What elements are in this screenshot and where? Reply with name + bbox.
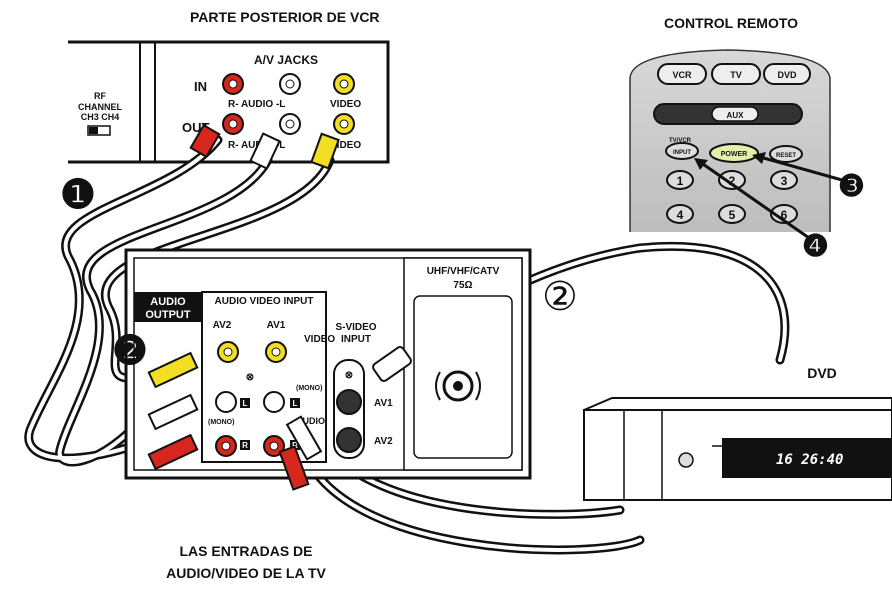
svideo-input-label: INPUT	[341, 334, 371, 345]
callout-2-outline: ②	[542, 275, 578, 319]
av1-label: AV1	[267, 320, 286, 331]
rf-ch-label: CH3 CH4	[81, 112, 120, 122]
av-cables	[24, 135, 790, 555]
svg-text:L: L	[293, 399, 298, 408]
svg-text:⊗: ⊗	[345, 370, 353, 381]
svg-text:L: L	[243, 399, 248, 408]
svg-text:VCR: VCR	[672, 70, 692, 80]
in-audio-label: R- AUDIO -L	[228, 99, 285, 110]
svg-text:(MONO): (MONO)	[208, 419, 234, 426]
callout-3-arrow	[759, 155, 843, 182]
tv-plugs	[147, 351, 323, 491]
vcr-button[interactable]	[657, 63, 707, 85]
av2-label: AV2	[213, 320, 232, 331]
av-jacks-title: A/V JACKS	[254, 53, 318, 67]
rf-label: RF	[94, 91, 106, 101]
num-6-button[interactable]	[770, 204, 798, 224]
svideo-av1-jack[interactable]	[336, 389, 362, 415]
coax-plug	[372, 346, 412, 382]
svg-text:OUTPUT: OUTPUT	[145, 309, 191, 321]
num-3-button[interactable]	[770, 170, 798, 190]
svg-text:6: 6	[781, 208, 788, 222]
svg-text:16 26:40: 16 26:40	[776, 452, 843, 468]
svg-text:TV: TV	[730, 70, 742, 80]
svg-text:TV/VCR: TV/VCR	[669, 138, 692, 144]
callout-4: ❹	[802, 230, 829, 263]
svg-text:(MONO): (MONO)	[296, 385, 322, 392]
svg-text:AUDIO: AUDIO	[296, 416, 325, 426]
svg-text:2: 2	[729, 174, 736, 188]
num-5-button[interactable]	[718, 204, 746, 224]
reset-button[interactable]	[769, 145, 803, 163]
in-video-label: VIDEO	[330, 99, 361, 110]
rf-channel-label: CHANNEL	[78, 102, 123, 112]
svg-text:⊗: ⊗	[246, 372, 254, 383]
power-button[interactable]	[709, 143, 759, 163]
svg-text:3: 3	[781, 174, 788, 188]
av-input-header: AUDIO VIDEO INPUT	[215, 296, 314, 307]
tv-caption-line2: AUDIO/VIDEO DE LA TV	[166, 565, 326, 581]
tv-av2-audio-l-jack[interactable]	[215, 391, 237, 413]
tv-av1-audio-l-jack[interactable]	[263, 391, 285, 413]
svg-text:4: 4	[677, 208, 684, 222]
svg-text:5: 5	[729, 208, 736, 222]
svg-text:RESET: RESET	[776, 153, 796, 159]
dvd-power-button[interactable]	[678, 452, 694, 468]
in-label: IN	[194, 79, 207, 94]
svg-text:AV1: AV1	[374, 398, 393, 409]
callout-1: ❶	[60, 173, 96, 217]
tv-back-panel: AUDIO OUTPUT AUDIO VIDEO INPUT AV2 AV1 V…	[124, 248, 532, 480]
svg-text:DVD: DVD	[777, 70, 797, 80]
tv-button[interactable]	[711, 63, 761, 85]
dvd-label: DVD	[807, 365, 837, 381]
num-2-button[interactable]	[718, 170, 746, 190]
callout-4-arrow	[699, 160, 813, 242]
input-button[interactable]	[665, 142, 699, 160]
dvd-button[interactable]	[763, 63, 811, 85]
remote-title: CONTROL REMOTO	[664, 15, 798, 31]
svg-text:AUDIO: AUDIO	[150, 296, 186, 308]
num-1-button[interactable]	[666, 170, 694, 190]
aux-button[interactable]	[711, 106, 759, 122]
tv-caption-line1: LAS ENTRADAS DE	[179, 543, 312, 559]
svg-text:1: 1	[677, 174, 684, 188]
rf-input-label: UHF/VHF/CATV	[427, 266, 500, 277]
video-label: VIDEO	[304, 334, 335, 345]
out-video-label: VIDEO	[330, 140, 361, 151]
callout-3: ❸	[838, 170, 865, 203]
audio-output-box	[134, 292, 202, 322]
svg-text:R: R	[242, 441, 248, 450]
svideo-label: S-VIDEO	[335, 322, 376, 333]
svg-text:AUX: AUX	[727, 111, 745, 120]
vcr-title: PARTE POSTERIOR DE VCR	[190, 9, 380, 25]
dvd-player: DVD 16 26:40	[583, 365, 892, 501]
num-4-button[interactable]	[666, 204, 694, 224]
svg-text:INPUT: INPUT	[673, 150, 691, 156]
vcr-back-panel: PARTE POSTERIOR DE VCR RF CHANNEL CH3 CH…	[68, 9, 390, 164]
svg-text:AV2: AV2	[374, 436, 393, 447]
callout-2: ❷	[112, 329, 148, 373]
vcr-plugs	[189, 123, 340, 170]
rf-ohm-label: 75Ω	[453, 280, 472, 291]
dvd-display	[722, 438, 892, 478]
svg-text:POWER: POWER	[721, 151, 747, 158]
svideo-av2-jack[interactable]	[336, 427, 362, 453]
remote-control: CONTROL REMOTO VCR TV DVD AUX TV/VCR INP…	[629, 15, 843, 242]
rf-switch[interactable]	[87, 125, 111, 136]
